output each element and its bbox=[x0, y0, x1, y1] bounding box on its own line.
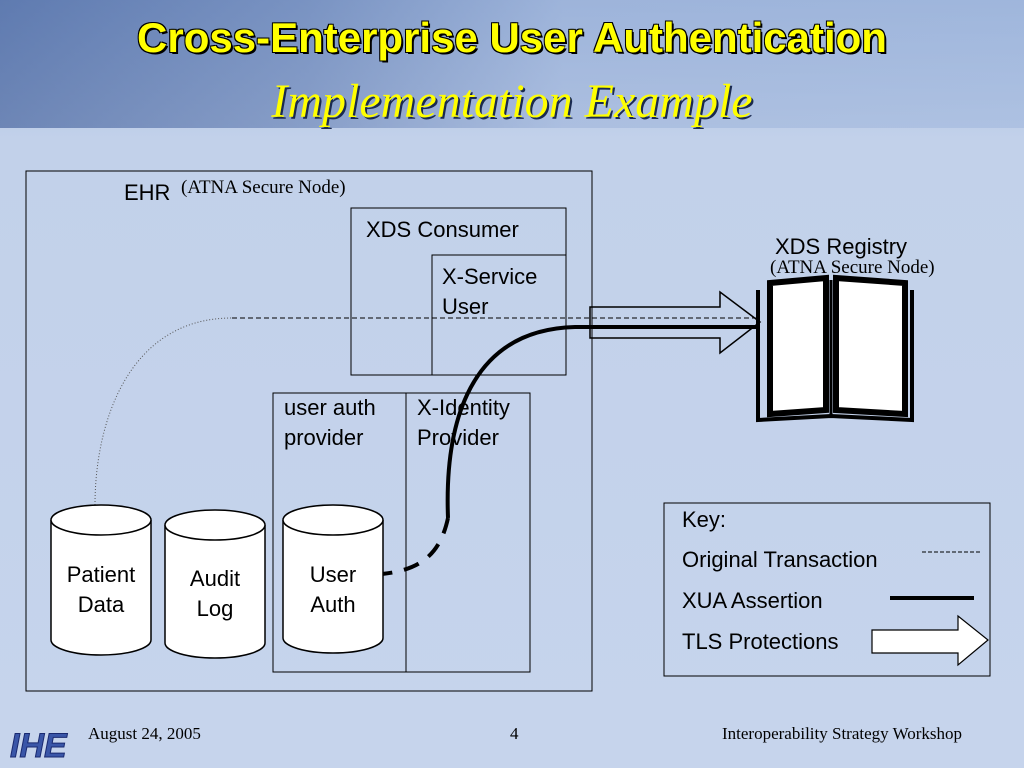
audit-log-label-1: Audit bbox=[189, 566, 241, 591]
database-patient-data bbox=[50, 504, 152, 656]
patient-data-label-1: Patient bbox=[66, 562, 136, 587]
footer-date: August 24, 2005 bbox=[88, 724, 201, 743]
ihe-logo: IHE bbox=[10, 727, 69, 766]
title-main: Cross-Enterprise User Authentication bbox=[137, 14, 887, 61]
ehr-sublabel: (ATNA Secure Node) bbox=[181, 177, 346, 198]
database-user-auth bbox=[282, 504, 384, 654]
user-auth-provider-label-1: user auth bbox=[284, 395, 376, 420]
xds-registry-label: XDS Registry bbox=[775, 234, 908, 259]
database-audit-log bbox=[164, 509, 266, 659]
ehr-box bbox=[25, 170, 593, 692]
key-item-xua-assertion: XUA Assertion bbox=[682, 588, 823, 613]
key-symbol-arrow bbox=[871, 614, 989, 667]
patient-data-link bbox=[94, 317, 233, 506]
x-service-user-box bbox=[431, 254, 567, 376]
user-auth-label-1: User bbox=[309, 562, 357, 587]
title-subtitle: Implementation Example bbox=[271, 75, 753, 128]
key-item-tls-protections: TLS Protections bbox=[682, 629, 839, 654]
x-service-user-label-2: User bbox=[442, 294, 489, 319]
tls-arrow bbox=[589, 290, 762, 355]
user-auth-provider-label-2: provider bbox=[284, 425, 364, 450]
user-auth-label-2: Auth bbox=[310, 592, 356, 617]
key-box bbox=[663, 502, 991, 677]
x-identity-provider-label-1: X-Identity bbox=[417, 395, 510, 420]
audit-log-label-2: Log bbox=[196, 596, 234, 621]
key-item-original-transaction: Original Transaction bbox=[682, 547, 878, 572]
x-identity-provider-label-2: Provider bbox=[417, 425, 499, 450]
x-service-user-label-1: X-Service bbox=[442, 264, 538, 289]
svg-text:IHE: IHE bbox=[10, 727, 68, 765]
xds-registry-sublabel: (ATNA Secure Node) bbox=[770, 257, 935, 278]
xua-assertion-line bbox=[445, 325, 757, 519]
footer-page-number: 4 bbox=[510, 724, 519, 743]
xua-assertion-dashed bbox=[381, 517, 450, 576]
ehr-label: EHR bbox=[124, 180, 171, 205]
header-band bbox=[0, 0, 1024, 128]
book-icon bbox=[756, 274, 914, 423]
key-heading: Key: bbox=[682, 507, 727, 532]
patient-data-label-2: Data bbox=[77, 592, 125, 617]
footer-event: Interoperability Strategy Workshop bbox=[722, 724, 963, 743]
xds-consumer-label: XDS Consumer bbox=[366, 217, 519, 242]
